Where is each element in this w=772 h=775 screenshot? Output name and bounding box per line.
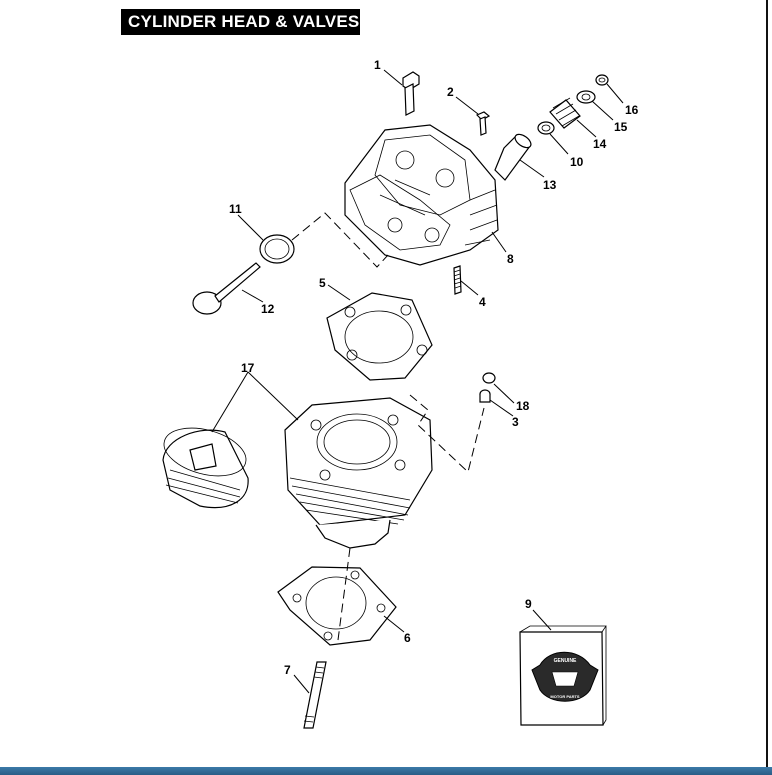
part-18-o-ring[interactable] — [482, 372, 496, 384]
callout-18: 18 — [516, 399, 530, 413]
part-12-valve[interactable] — [192, 262, 261, 315]
alignment-line-valve — [291, 212, 389, 268]
part-15-spring-retainer[interactable] — [576, 90, 596, 104]
right-border — [766, 0, 768, 768]
callout-2: 2 — [447, 85, 454, 99]
part-1-head-bolt[interactable] — [402, 71, 420, 116]
page-title: CYLINDER HEAD & VALVES — [121, 9, 360, 35]
leader-lines — [211, 69, 624, 694]
callout-7: 7 — [284, 663, 291, 677]
callout-6: 6 — [404, 631, 411, 645]
callout-4: 4 — [479, 295, 486, 309]
part-7-cylinder-stud[interactable] — [303, 661, 327, 729]
part-5-head-gasket[interactable] — [326, 292, 433, 381]
parts-box-logo-bottom: MOTOR PARTS — [550, 694, 580, 699]
part-9-parts-box[interactable]: GENUINE MOTOR PARTS — [519, 625, 607, 726]
part-13-valve-guide[interactable] — [494, 132, 533, 181]
callout-11: 11 — [229, 202, 242, 216]
callout-3: 3 — [512, 415, 519, 429]
callout-13: 13 — [543, 178, 557, 192]
callout-1: 1 — [374, 58, 381, 72]
part-17-cylinder[interactable] — [284, 397, 433, 549]
part-3-dowel[interactable] — [479, 389, 491, 403]
part-16-valve-keeper[interactable] — [595, 74, 609, 86]
alignment-line-cylinder-axis — [337, 547, 351, 641]
part-8-cylinder-head[interactable] — [344, 124, 499, 266]
part-14-valve-spring[interactable] — [549, 97, 581, 129]
bottom-strip — [0, 767, 772, 775]
callout-14: 14 — [593, 137, 607, 151]
part-17-piston[interactable] — [159, 420, 252, 509]
callout-8: 8 — [507, 252, 514, 266]
callout-12: 12 — [261, 302, 275, 316]
part-6-base-gasket[interactable] — [277, 566, 397, 646]
callout-9: 9 — [525, 597, 532, 611]
callout-10: 10 — [570, 155, 584, 169]
callout-17: 17 — [241, 361, 255, 375]
parts-box-logo-top: GENUINE — [554, 658, 577, 664]
callout-5: 5 — [319, 276, 326, 290]
part-4-stud[interactable] — [453, 265, 462, 295]
callout-15: 15 — [614, 120, 628, 134]
alignment-line-dowel — [409, 394, 485, 473]
part-2-bolt[interactable] — [475, 111, 491, 136]
part-11-valve-seat[interactable] — [259, 234, 295, 264]
part-10-valve-seal[interactable] — [537, 121, 555, 135]
callout-16: 16 — [625, 103, 639, 117]
